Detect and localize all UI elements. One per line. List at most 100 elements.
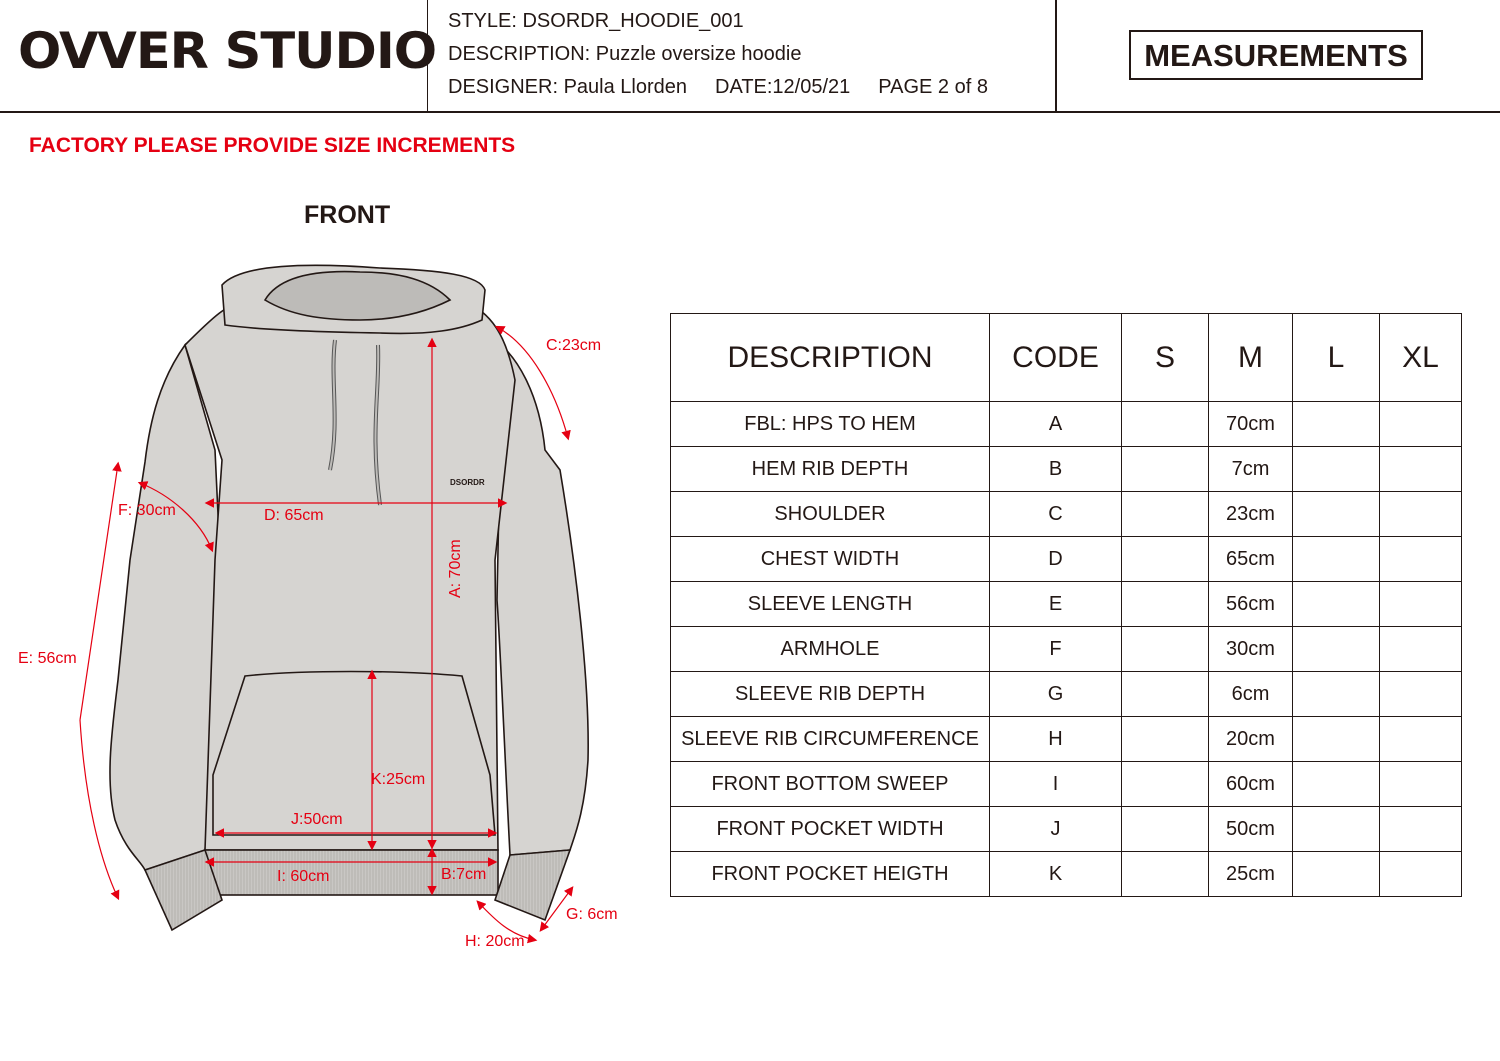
measurement-table: DESCRIPTION CODE S M L XL FBL: HPS TO HE… [670,313,1462,897]
cell-l[interactable] [1292,671,1380,717]
brand-logo: OVVER STUDIO [18,22,437,80]
col-m: M [1208,313,1293,402]
cell-code: E [989,581,1122,627]
cell-xl[interactable] [1379,806,1462,852]
cell-s[interactable] [1121,671,1209,717]
cell-xl[interactable] [1379,761,1462,807]
cell-desc: FRONT POCKET WIDTH [670,806,990,852]
col-xl: XL [1379,313,1462,402]
measurement-labels: A: 70cm B:7cm C:23cm D: 65cm E: 56cm F: … [18,337,618,950]
cell-m: 70cm [1208,401,1293,447]
label-h: H: 20cm [465,933,525,950]
label-f: F: 30cm [118,502,176,519]
cell-l[interactable] [1292,581,1380,627]
style-description: DESCRIPTION: Puzzle oversize hoodie [448,43,802,65]
col-s: S [1121,313,1209,402]
cell-desc: FRONT POCKET HEIGTH [670,851,990,897]
col-l: L [1292,313,1380,402]
label-b: B:7cm [441,866,486,883]
cell-m: 23cm [1208,491,1293,537]
drawstrings-inner [329,339,381,506]
cell-code: K [989,851,1122,897]
cell-xl[interactable] [1379,671,1462,717]
garment-body [109,264,589,932]
cell-l[interactable] [1292,851,1380,897]
cell-code: D [989,536,1122,582]
cell-m: 56cm [1208,581,1293,627]
cell-desc: SHOULDER [670,491,990,537]
cell-l[interactable] [1292,446,1380,492]
cell-xl[interactable] [1379,716,1462,762]
cell-m: 6cm [1208,671,1293,717]
factory-notice: FACTORY PLEASE PROVIDE SIZE INCREMENTS [29,134,516,157]
style-code: STYLE: DSORDR_HOODIE_001 [448,10,744,32]
cell-m: 65cm [1208,536,1293,582]
cell-m: 60cm [1208,761,1293,807]
cell-code: A [989,401,1122,447]
cell-code: B [989,446,1122,492]
cell-l[interactable] [1292,536,1380,582]
cell-s[interactable] [1121,581,1209,627]
cell-desc: FBL: HPS TO HEM [670,401,990,447]
cell-l[interactable] [1292,401,1380,447]
cell-xl[interactable] [1379,851,1462,897]
cell-l[interactable] [1292,626,1380,672]
cell-s[interactable] [1121,716,1209,762]
designer: DESIGNER: Paula Llorden [448,76,688,98]
cell-s[interactable] [1121,806,1209,852]
cell-code: J [989,806,1122,852]
cell-s[interactable] [1121,446,1209,492]
cell-s[interactable] [1121,536,1209,582]
cell-desc: HEM RIB DEPTH [670,446,990,492]
cell-xl[interactable] [1379,626,1462,672]
cell-desc: SLEEVE RIB CIRCUMFERENCE [670,716,990,762]
cell-xl[interactable] [1379,446,1462,492]
col-code: CODE [989,313,1122,402]
cell-s[interactable] [1121,851,1209,897]
cell-xl[interactable] [1379,581,1462,627]
cell-m: 20cm [1208,716,1293,762]
cell-l[interactable] [1292,806,1380,852]
cell-desc: CHEST WIDTH [670,536,990,582]
cell-code: G [989,671,1122,717]
cell-xl[interactable] [1379,401,1462,447]
cell-m: 30cm [1208,626,1293,672]
cell-xl[interactable] [1379,536,1462,582]
cell-desc: SLEEVE LENGTH [670,581,990,627]
cell-s[interactable] [1121,491,1209,537]
view-label: FRONT [304,201,391,229]
cell-l[interactable] [1292,761,1380,807]
label-d: D: 65cm [264,507,324,524]
cell-s[interactable] [1121,626,1209,672]
cell-xl[interactable] [1379,491,1462,537]
cell-m: 7cm [1208,446,1293,492]
cell-l[interactable] [1292,491,1380,537]
cell-code: C [989,491,1122,537]
label-c: C:23cm [546,337,601,354]
chest-logo: DSORDR [450,478,485,487]
cell-m: 50cm [1208,806,1293,852]
section-title: MEASUREMENTS [1129,30,1423,80]
divider [427,0,428,111]
cell-s[interactable] [1121,401,1209,447]
divider [1055,0,1057,111]
cell-code: H [989,716,1122,762]
cell-s[interactable] [1121,761,1209,807]
cell-desc: SLEEVE RIB DEPTH [670,671,990,717]
label-j: J:50cm [291,811,343,828]
page-number: PAGE 2 of 8 [878,76,988,98]
cell-l[interactable] [1292,716,1380,762]
header: OVVER STUDIO STYLE: DSORDR_HOODIE_001 DE… [0,0,1500,113]
cell-desc: FRONT BOTTOM SWEEP [670,761,990,807]
label-e: E: 56cm [18,650,77,667]
label-i: I: 60cm [277,868,329,885]
